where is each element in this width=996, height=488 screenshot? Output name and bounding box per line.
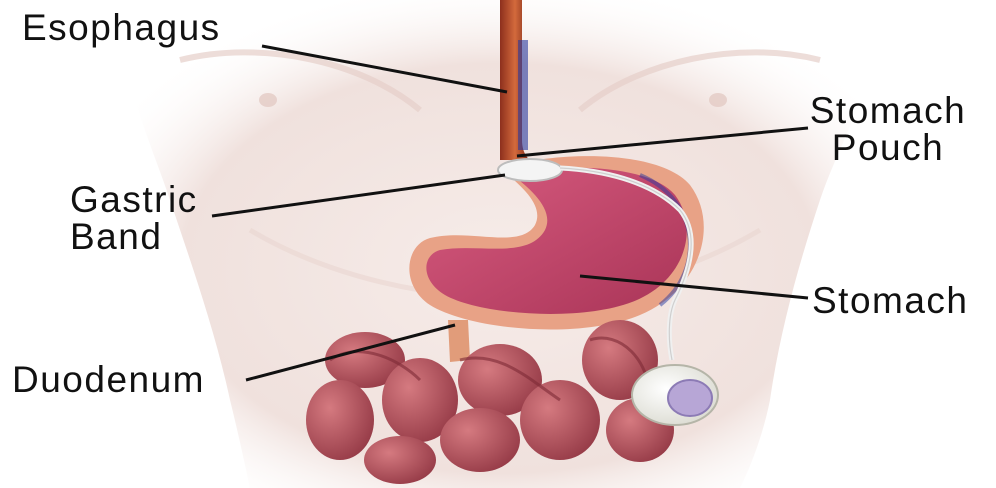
label-esophagus: Esophagus [22,9,221,46]
label-gastric-band: Gastric Band [48,181,198,255]
label-duodenum: Duodenum [12,361,205,398]
label-gastric-band-line1: Gastric [48,181,198,218]
label-stomach-pouch-line2: Pouch [808,129,968,166]
label-gastric-band-line2: Band [48,218,198,255]
label-stomach-pouch-line1: Stomach [808,92,968,129]
label-stomach-pouch: Stomach Pouch [808,92,968,166]
access-port [632,365,718,425]
label-stomach: Stomach [812,282,969,319]
